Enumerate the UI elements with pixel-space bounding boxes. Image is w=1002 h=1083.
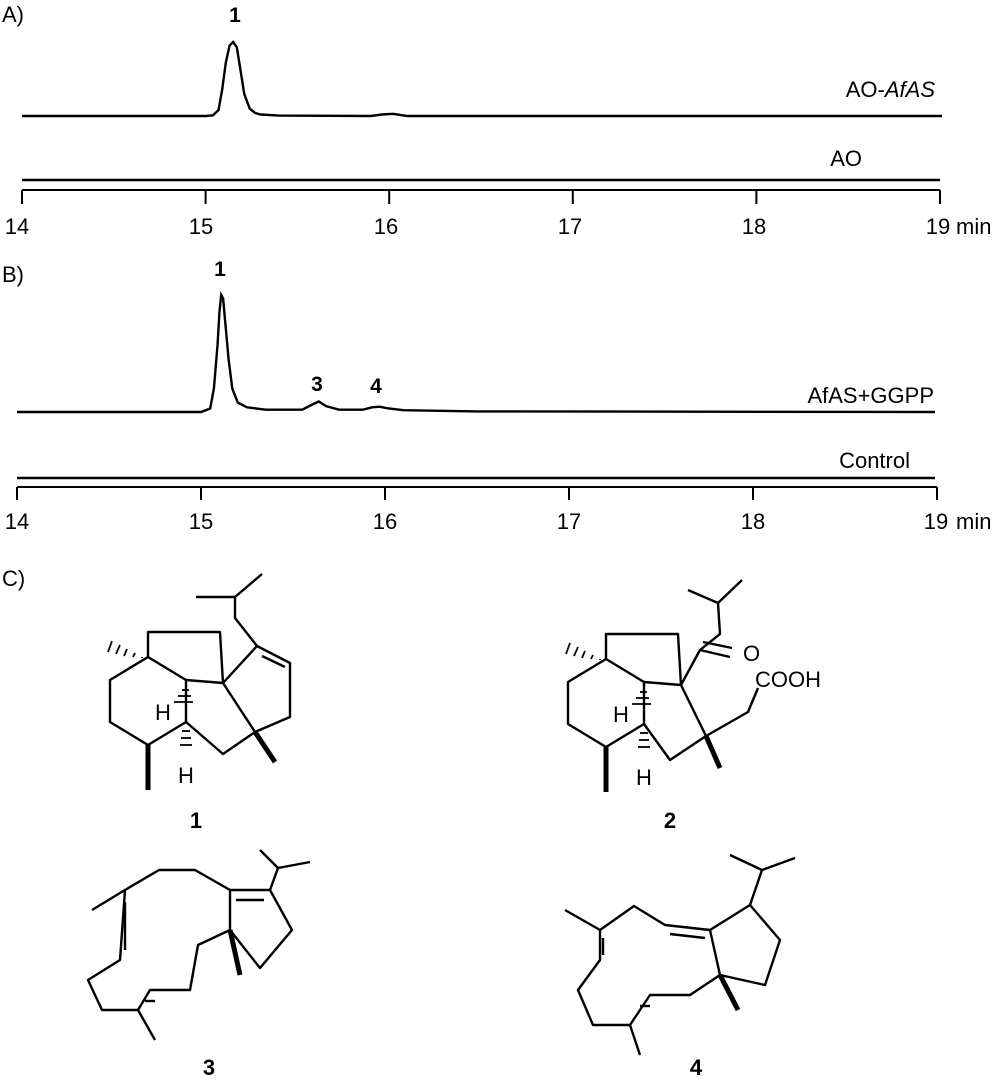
peak-label-3: 3: [311, 373, 323, 396]
compound-label-1: 1: [190, 808, 202, 833]
c1-bottom-five-ring: [185, 682, 257, 756]
c2-cooh-group: COOH: [755, 667, 821, 692]
c4-methyl-bottom: [628, 1024, 642, 1056]
trace-label-ao: AO: [830, 146, 862, 171]
tick-label-a-16: 16: [374, 214, 398, 239]
c3-isopropyl-a: [259, 849, 280, 891]
c4-five-ring: [709, 903, 782, 987]
tick-label-a-18: 18: [742, 214, 766, 239]
trace-label-ao-afas-gene: AfAS: [883, 77, 935, 102]
c1-isopropyl-b: [234, 573, 263, 598]
tick-label-b-19: 19: [924, 509, 948, 534]
c4-macrocycle: [576, 904, 722, 1027]
c4-methyl-left: [564, 908, 601, 932]
c2-top-five-ring: [604, 632, 683, 687]
panel-b: B) 1 3 4 AfAS+GGPP Control 14 15 16 17 1…: [2, 258, 991, 534]
x-unit-a: min: [956, 214, 991, 239]
compound-label-2: 2: [664, 808, 676, 833]
tick-label-a-19: 19: [926, 214, 950, 239]
tick-label-b-17: 17: [557, 509, 581, 534]
c2-ketone-chain: [679, 588, 722, 686]
panel-a: A) 1 AO-AfAS AO 14 15 16 17 18 19 min: [2, 2, 991, 239]
trace-label-afas-ggpp: AfAS+GGPP: [807, 383, 934, 408]
c1-top-five-ring: [146, 630, 225, 685]
c3-methyl-left: [91, 888, 126, 912]
structure-compound-1: [107, 573, 292, 790]
tick-label-b-16: 16: [373, 509, 397, 534]
peak-label-1: 1: [229, 4, 241, 27]
c2-bottom-five-ring: [643, 684, 708, 762]
tick-label-b-14: 14: [5, 509, 29, 534]
panel-label-b: B): [2, 262, 24, 287]
x-ticks-a: [21, 190, 941, 204]
c1-hashed-h1: [174, 689, 193, 703]
peak-label-4: 4: [370, 375, 382, 398]
structure-compound-2: [565, 579, 760, 792]
c4-wedge-methyl: [717, 973, 741, 1012]
c2-isopropyl-b: [717, 579, 743, 604]
peak-label-1-b: 1: [214, 258, 226, 281]
c1-right-methyl: [252, 730, 278, 764]
c1-isopropyl-a: [196, 595, 258, 647]
x-unit-b: min: [956, 509, 991, 534]
c2-h-atom-1: H: [613, 702, 629, 727]
c1-h-atom-1: H: [155, 700, 171, 725]
tick-label-a-17: 17: [558, 214, 582, 239]
c1-h-atom-2: H: [178, 763, 194, 788]
c2-carbonyl-b: [702, 640, 733, 650]
c3-isopropyl-b: [277, 860, 311, 870]
panel-label-c: C): [2, 566, 25, 591]
c1-hashed-h2: [180, 730, 192, 746]
c4-double-bond-top: [669, 932, 706, 940]
trace-label-control: Control: [839, 448, 910, 473]
compound-label-3: 3: [203, 1055, 215, 1080]
trace-label-ao-afas: AO-AfAS: [846, 77, 936, 102]
tick-label-b-15: 15: [189, 509, 213, 534]
c2-right-methyl: [703, 734, 723, 770]
c3-five-ring: [229, 888, 294, 970]
c1-hashed-methyl: [107, 640, 143, 658]
c2-hashed-h1: [632, 691, 651, 705]
c4-isopropyl-b: [761, 856, 796, 872]
trace-ao-afas: [22, 40, 942, 118]
c1-double-bond: [261, 654, 286, 669]
c1-six-ring: [108, 655, 188, 747]
tick-label-a-14: 14: [5, 214, 29, 239]
c3-wedge-methyl: [227, 929, 243, 976]
c2-carbonyl-a: [699, 648, 731, 659]
c1-right-ring: [222, 644, 292, 734]
c2-six-ring: [566, 657, 646, 749]
c3-macrocycle: [86, 868, 232, 1012]
c3-methyl-bottom: [136, 1009, 157, 1041]
structure-compound-4: [564, 853, 796, 1056]
c2-oxygen-atom: O: [743, 641, 760, 666]
panel-label-a: A): [2, 2, 24, 27]
c2-acid-chain: [705, 687, 760, 738]
tick-label-a-15: 15: [189, 214, 213, 239]
x-ticks-b: [16, 487, 938, 500]
structure-compound-3: [86, 849, 311, 1041]
c2-h-atom-2: H: [636, 765, 652, 790]
c2-hashed-methyl: [565, 642, 601, 660]
trace-afas-ggpp: [17, 291, 936, 414]
c4-isopropyl-a: [729, 853, 764, 906]
c2-hashed-h2: [638, 732, 650, 748]
tick-label-b-18: 18: [741, 509, 765, 534]
trace-label-ao-afas-prefix: AO-: [846, 77, 885, 102]
compound-label-4: 4: [690, 1055, 703, 1080]
